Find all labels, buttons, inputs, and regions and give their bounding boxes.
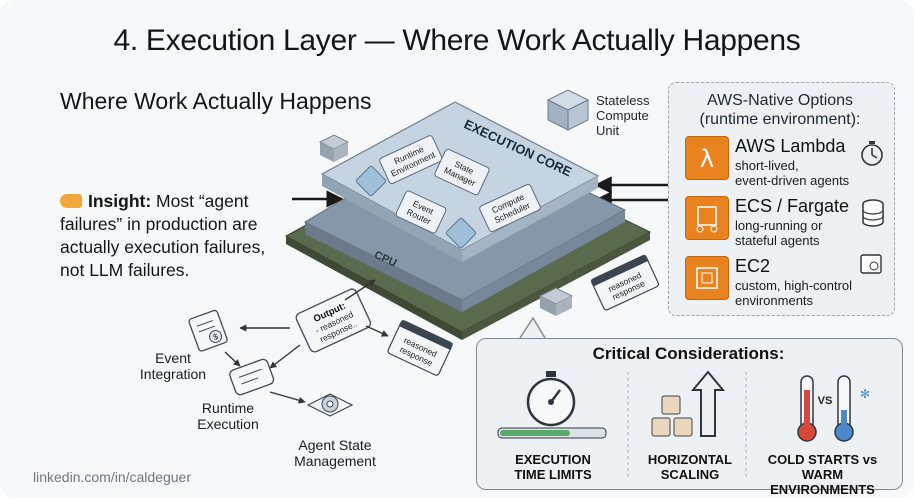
aws-option-desc: long-running or stateful agents <box>735 218 822 248</box>
state-line-2: Management <box>294 453 376 469</box>
ec2-desc-1: custom, high-control <box>735 278 853 293</box>
crit-scaling-2: SCALING <box>660 467 720 482</box>
reasoned-response-card-left: reasoned response <box>387 319 453 376</box>
floating-cubes <box>318 134 574 316</box>
insight-label: Insight: <box>88 191 152 211</box>
runtime-line-1: Runtime <box>201 400 255 416</box>
svg-text:✻: ✻ <box>860 387 870 401</box>
crit-scaling-1: HORIZONTAL <box>647 452 733 467</box>
aws-option-name: EC2 <box>735 256 771 276</box>
critical-title: Critical Considerations: <box>592 344 785 363</box>
aws-heading: AWS-Native Options (runtime environment)… <box>680 91 880 129</box>
aws-heading-line-1: AWS-Native Options <box>706 92 854 109</box>
event-integration-label: Event Integration <box>128 350 218 382</box>
stateless-line-1: Stateless <box>596 93 650 108</box>
fargate-icon <box>685 196 729 240</box>
insight-text: Most “agent failures” in production are … <box>60 191 266 280</box>
crit-time-2: TIME LIMITS <box>514 467 592 482</box>
insight-callout: Insight: Most “agent failures” in produc… <box>60 190 290 282</box>
output-card: Output: - reasoned response.. <box>295 288 372 353</box>
runtime-line-2: Execution <box>197 416 259 432</box>
event-line-2: Integration <box>139 366 207 382</box>
vs-label: VS <box>818 395 833 407</box>
crit-cold-2: WARM ENVIRONMENTS <box>770 467 875 497</box>
critical-icons: VS ✻ <box>497 370 870 478</box>
execution-core: EXECUTION CORE Runtime Environment State… <box>320 101 600 270</box>
aws-option-name: AWS Lambda <box>735 136 846 156</box>
invoice-icon: $ <box>188 309 228 352</box>
stateless-line-3: Unit <box>596 123 620 138</box>
page-title: 4. Execution Layer — Where Work Actually… <box>113 24 801 57</box>
footer-link[interactable]: linkedin.com/in/caldeguer <box>33 469 191 485</box>
fargate-desc-2: stateful agents <box>735 233 820 248</box>
event-line-1: Event <box>155 350 191 366</box>
database-icon <box>862 199 884 227</box>
ec2-desc-2: environments <box>735 293 814 308</box>
svg-text:$: $ <box>212 332 220 342</box>
stopwatch-small-icon <box>861 141 883 166</box>
section-subtitle: Where Work Actually Happens <box>60 88 372 114</box>
scaling-icon <box>651 370 726 437</box>
stateless-line-2: Compute <box>596 108 649 123</box>
agent-state-label: Agent State Management <box>285 437 385 469</box>
crit-label-cold: COLD STARTS vs WARM ENVIRONMENTS <box>750 452 895 497</box>
reasoned-response-card-right: reasoned response <box>590 254 660 311</box>
stopwatch-icon <box>497 371 607 439</box>
state-line-1: Agent State <box>298 437 372 453</box>
lambda-desc-2: event-driven agents <box>735 173 850 188</box>
crit-label-time: EXECUTION TIME LIMITS <box>503 452 603 482</box>
thermometer-icon: VS ✻ <box>797 375 870 442</box>
crit-label-scaling: HORIZONTAL SCALING <box>640 452 740 482</box>
lambda-desc-1: short-lived, <box>735 158 799 173</box>
aws-option-desc: custom, high-control environments <box>735 278 852 308</box>
fargate-desc-1: long-running or <box>735 218 823 233</box>
runtime-execution-label: Runtime Execution <box>183 400 273 432</box>
chat-bubble-icon <box>229 358 275 396</box>
pointing-hand-icon <box>60 194 82 208</box>
aws-heading-line-2: (runtime environment): <box>699 111 861 128</box>
svg-text:λ: λ <box>700 145 714 173</box>
aws-options-list: λ AWS Lambda short-lived, event-driven a… <box>668 0 893 320</box>
settings-window-icon <box>860 254 882 274</box>
aws-option-desc: short-lived, event-driven agents <box>735 158 849 188</box>
aws-option-name: ECS / Fargate <box>735 196 850 216</box>
stateless-compute-cube-icon <box>546 89 590 131</box>
stateless-compute-label: Stateless Compute Unit <box>596 93 649 138</box>
crit-time-1: EXECUTION <box>515 452 591 467</box>
ec2-icon <box>685 256 729 300</box>
crit-cold-1: COLD STARTS vs <box>767 452 878 467</box>
gear-icon <box>306 393 354 417</box>
lambda-icon: λ <box>685 136 729 180</box>
